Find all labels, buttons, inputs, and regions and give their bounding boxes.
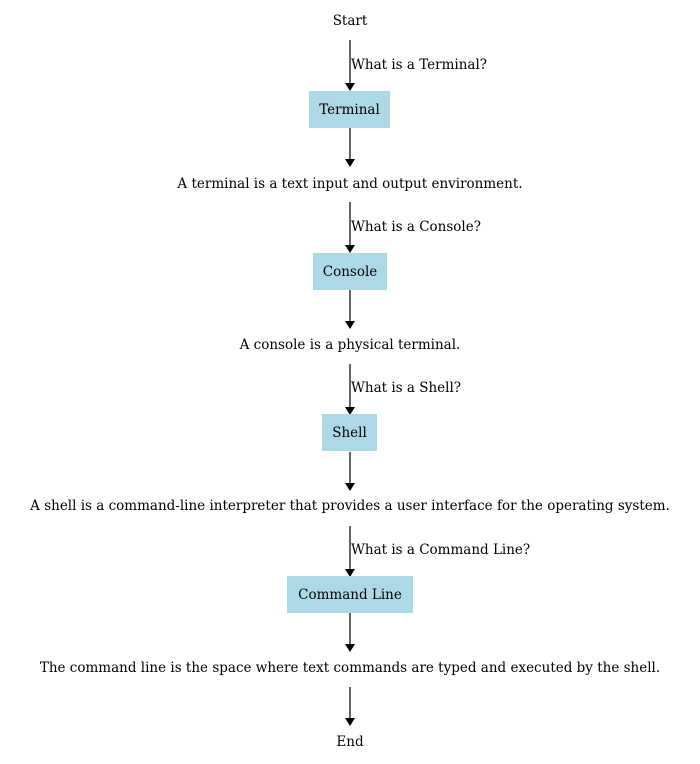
edge-label-command-line-question: What is a Command Line? (351, 542, 531, 558)
command-line-answer: The command line is the space where text… (39, 660, 661, 676)
end-node: End (336, 734, 364, 750)
shell-answer: A shell is a command-line interpreter th… (30, 498, 670, 514)
node-console: Console (313, 253, 387, 290)
terminal-answer: A terminal is a text input and output en… (177, 176, 523, 192)
start-node: Start (332, 13, 368, 29)
edge-label-terminal-question: What is a Terminal? (351, 57, 488, 73)
node-shell: Shell (322, 414, 377, 451)
console-answer: A console is a physical terminal. (239, 337, 461, 353)
edge-label-shell-question: What is a Shell? (351, 380, 462, 396)
edge-label-console-question: What is a Console? (351, 219, 481, 235)
node-command-line: Command Line (287, 576, 413, 613)
node-terminal: Terminal (309, 91, 390, 128)
